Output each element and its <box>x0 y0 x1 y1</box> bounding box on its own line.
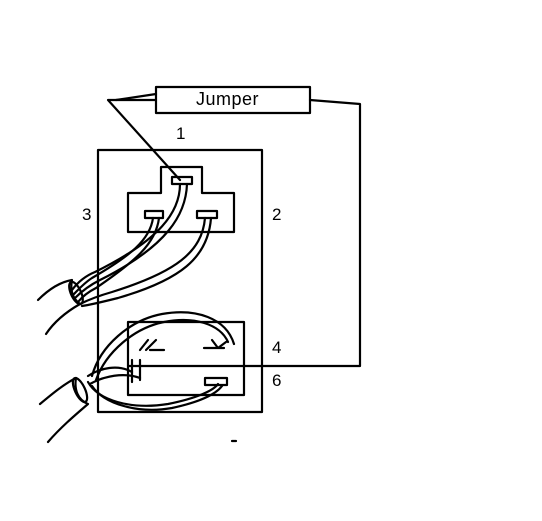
jumper-lead-left <box>106 98 182 182</box>
upper-wire-f <box>80 216 213 308</box>
terminal-3 <box>143 209 165 220</box>
terminal-2 <box>195 209 219 220</box>
lower-wire-loop-d <box>90 384 224 411</box>
terminal-6 <box>203 376 229 387</box>
lower-wire-loop-c <box>86 380 220 407</box>
terminal-4 <box>202 338 228 350</box>
terminal-1 <box>170 175 194 186</box>
terminal-2-label: 2 <box>272 205 282 224</box>
upper-wire-b <box>73 182 189 300</box>
lower-harness-end <box>71 376 89 404</box>
upper-harness <box>36 278 82 336</box>
upper-wire-a <box>70 182 182 292</box>
terminal-1-label: 1 <box>176 124 186 143</box>
lower-harness <box>38 376 90 444</box>
terminal-3-label: 3 <box>82 205 92 224</box>
upper-connector <box>126 165 236 234</box>
jumper-label: Jumper <box>196 89 260 109</box>
lower-wire-e <box>86 366 134 378</box>
upper-harness-end <box>68 280 84 306</box>
lower-wire-loop-a <box>90 311 236 378</box>
upper-wire-e <box>78 216 207 306</box>
upper-wire-c <box>70 216 155 298</box>
terminal-5 <box>138 338 166 352</box>
jumper-lead-left-upper <box>114 92 158 102</box>
terminal-6-label: 6 <box>272 371 282 390</box>
lower-wire-loop-b <box>94 318 230 382</box>
lower-wire-f <box>88 374 142 386</box>
terminal-4-label: 4 <box>272 338 282 357</box>
